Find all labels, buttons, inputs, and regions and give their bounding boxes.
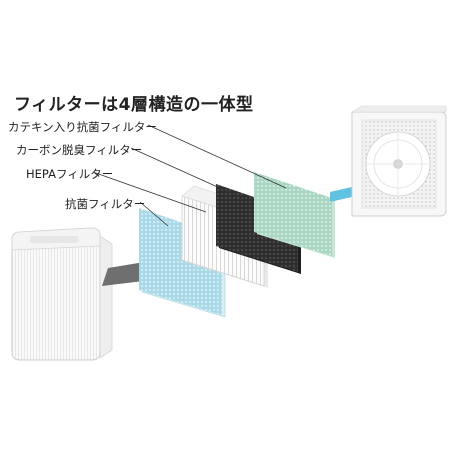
- diagram-title: フィルターは4層構造の一体型: [14, 95, 254, 115]
- purifier-back-unit: [350, 105, 447, 217]
- catechin-filter-layer: [254, 172, 335, 258]
- leader-lines: [92, 124, 287, 227]
- leader-line-carbon: [130, 147, 243, 199]
- label-catechin-filter: カテキン入り抗菌フィルター: [8, 120, 157, 134]
- label-hepa-filter: HEPAフィルター: [26, 167, 114, 181]
- label-carbon-filter: カーボン脱臭フィルター: [16, 143, 143, 157]
- leader-line-catechin: [147, 124, 287, 189]
- purifier-unit: [11, 227, 113, 361]
- leader-line-hepa: [92, 171, 207, 213]
- leader-line-antibacterial: [139, 201, 169, 227]
- label-antibacterial-filter: 抗菌フィルター: [65, 197, 146, 211]
